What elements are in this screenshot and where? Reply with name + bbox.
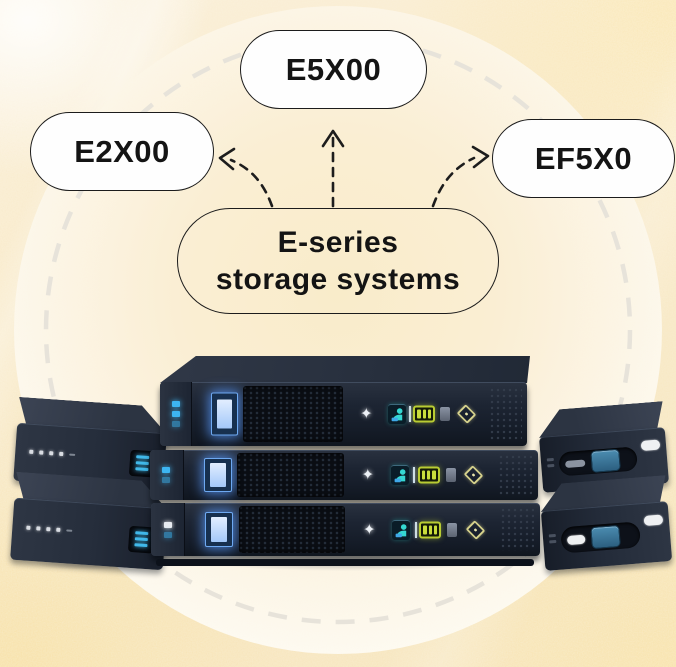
label-dash: [65, 529, 73, 533]
drive-module-icon: [419, 521, 442, 538]
chip-icon: [445, 468, 456, 482]
drive-handle-button: [590, 525, 621, 550]
drive-shelf-right-2: [539, 475, 673, 571]
latch-pill: [566, 534, 586, 545]
icon-divider: [413, 467, 416, 483]
latch-pill: [640, 439, 661, 452]
bezel-left: [160, 382, 193, 446]
status-led: [163, 531, 172, 538]
port-led: [134, 467, 148, 472]
chip-icon: [447, 522, 458, 537]
user-icon: [392, 519, 411, 540]
icon-divider: [408, 406, 411, 422]
port-led: [135, 455, 149, 460]
node-label: E2X00: [74, 133, 170, 169]
led-dot: [48, 450, 53, 455]
handle-recess: [559, 521, 641, 554]
exhaust-vent: [501, 508, 535, 551]
display-panel: [204, 458, 232, 492]
latch-pill: [643, 514, 663, 527]
port-led: [135, 537, 149, 542]
chassis-top: [160, 356, 530, 383]
label-dash: [68, 452, 75, 456]
diamond-icon: [465, 519, 485, 540]
node-e5x00: E5X00: [240, 30, 427, 109]
drive-shelf-left-2: [10, 472, 169, 571]
led-dot: [25, 525, 31, 531]
led-strip: [25, 525, 73, 533]
sparkle-icon: ✦: [360, 405, 373, 423]
led-dot: [35, 526, 41, 531]
controller-unit-2: ✦: [150, 450, 538, 500]
node-label: EF5X0: [534, 140, 633, 176]
vent-mesh: [237, 453, 344, 497]
display-panel: [205, 511, 234, 548]
drive-module-icon: [417, 466, 440, 484]
status-led: [163, 521, 172, 528]
node-e2x00: E2X00: [30, 112, 214, 191]
controller-unit-3: ✦: [151, 503, 540, 556]
led-dot: [28, 449, 33, 454]
user-icon: [390, 465, 409, 485]
status-led: [162, 477, 171, 483]
icon-divider: [414, 521, 417, 538]
drive-handle-button: [589, 448, 621, 474]
bezel-left: [150, 450, 184, 500]
center-label-line1: E-series: [277, 226, 399, 259]
node-e-series-center: E-series storage systems: [177, 208, 499, 314]
vent-mesh: [238, 506, 346, 553]
controller-unit-1: ✦: [160, 382, 527, 446]
drive-module-icon: [413, 405, 436, 423]
chip-icon: [439, 407, 450, 421]
exhaust-vent: [499, 455, 533, 495]
controller-stack: ✦ ✦: [150, 352, 540, 570]
bezel-left: [151, 503, 186, 556]
led-dot: [38, 449, 43, 455]
shelf-front: [540, 501, 673, 571]
status-led: [162, 467, 171, 473]
display-panel: [211, 392, 238, 436]
port-led: [134, 543, 148, 548]
node-label: E5X00: [285, 51, 382, 87]
status-led: [171, 411, 180, 417]
led-dot: [45, 527, 51, 532]
led-strip: [28, 449, 75, 456]
status-led: [171, 401, 180, 407]
handle-pill: [564, 459, 586, 468]
user-icon: [387, 404, 406, 424]
chassis-emblem: [547, 458, 556, 471]
diamond-icon: [463, 465, 484, 485]
shelf-front: [10, 497, 168, 571]
led-dot: [58, 451, 63, 456]
chassis-base: [156, 559, 534, 566]
status-led: [171, 421, 180, 427]
port-led: [135, 461, 149, 466]
sparkle-icon: ✦: [361, 466, 375, 484]
led-dot: [55, 527, 61, 533]
vent-mesh: [242, 385, 344, 443]
diamond-icon: [456, 404, 477, 424]
node-ef5x0: EF5X0: [492, 119, 675, 198]
port-led: [135, 531, 149, 536]
center-label-line2: storage systems: [215, 263, 461, 296]
handle-recess: [557, 446, 638, 477]
exhaust-vent: [490, 388, 522, 440]
sparkle-icon: ✦: [363, 520, 376, 538]
chassis-emblem: [549, 533, 558, 547]
